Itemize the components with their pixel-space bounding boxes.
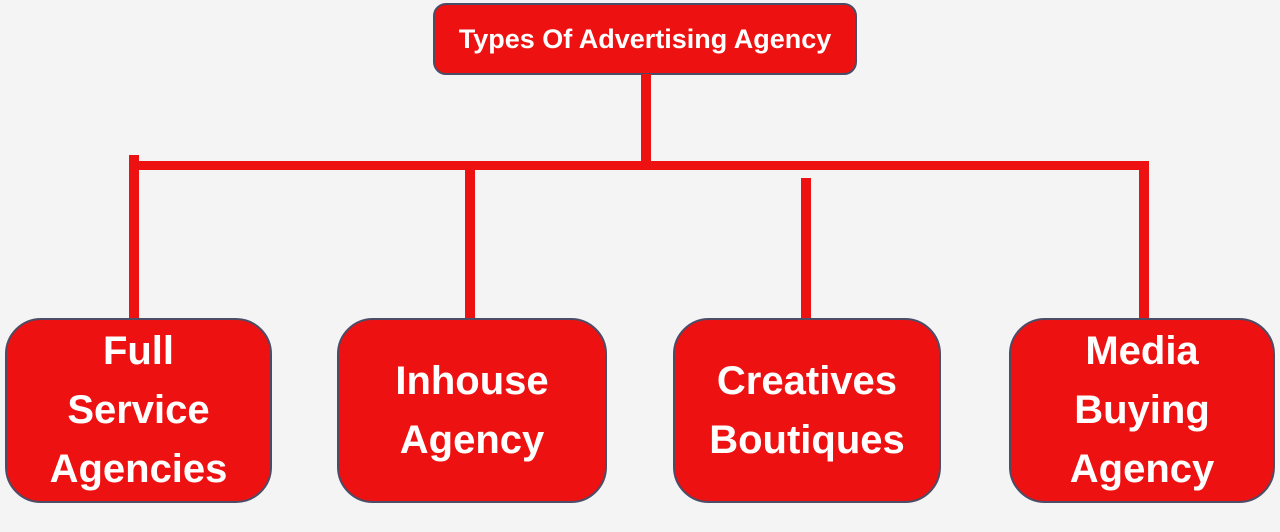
child-node-media-buying-agency: Media Buying Agency (1009, 318, 1275, 503)
root-node-types-of-advertising-agency: Types Of Advertising Agency (433, 3, 857, 75)
child-node-label: Creatives Boutiques (709, 358, 905, 462)
connector-drop-full-service-agencies (129, 155, 139, 320)
connector-drop-inhouse-agency (465, 168, 475, 320)
child-node-label: Full Service Agencies (49, 329, 228, 491)
child-node-creatives-boutiques: Creatives Boutiques (673, 318, 941, 503)
child-node-inhouse-agency: Inhouse Agency (337, 318, 607, 503)
connector-drop-media-buying-agency (1139, 161, 1149, 320)
child-node-label: Media Buying Agency (1069, 329, 1215, 491)
root-node-label: Types Of Advertising Agency (458, 23, 832, 54)
connector-drop-creatives-boutiques (801, 178, 811, 320)
connector-root-stem (641, 74, 651, 164)
child-node-label: Inhouse Agency (395, 358, 549, 462)
child-node-full-service-agencies: Full Service Agencies (5, 318, 272, 503)
connector-horizontal-bar (133, 161, 1149, 170)
